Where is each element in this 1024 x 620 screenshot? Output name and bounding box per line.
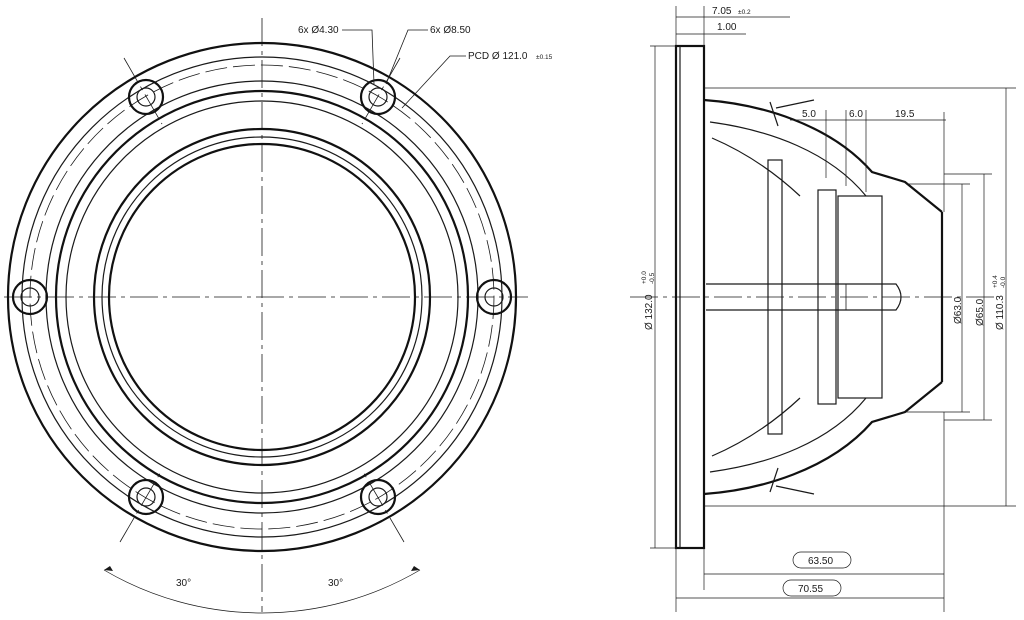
- mounting-hole-left: [11, 278, 49, 316]
- side-view: 7.05 ±0.2 1.00 5.0 6.0 19.5 Ø 132.0 +0.0…: [630, 6, 1016, 612]
- radial-line-bottom-right: [361, 469, 405, 543]
- angle-arrow-right: [411, 566, 420, 571]
- pcd-label: PCD Ø 121.0: [468, 51, 528, 62]
- mounting-hole-bottom-right: [359, 478, 397, 516]
- pcd-circle: [29, 64, 495, 530]
- terminal-top: [769, 99, 815, 127]
- top-plate: [767, 159, 783, 435]
- surround-outer: [54, 89, 470, 505]
- radial-line-top-left: [123, 57, 163, 125]
- dim-6-label: 6.0: [849, 109, 863, 120]
- mounting-hole-top-right: [359, 78, 397, 116]
- magnet-dia-63-label: Ø63.0: [953, 296, 964, 324]
- depth-63-50-label: 63.50: [808, 556, 833, 567]
- angle-dimension-arc: [103, 569, 421, 614]
- diaphragm: [107, 142, 417, 452]
- flange-thickness-tol: ±0.2: [738, 9, 751, 16]
- depth-70-55-box: [782, 579, 842, 597]
- counterbore-leader: [385, 29, 428, 85]
- angle-left-label: 30°: [176, 578, 191, 589]
- depth-70-55-label: 70.55: [798, 584, 823, 595]
- cutout-tol-lower: -0.0: [1000, 276, 1007, 288]
- pcd-leader: [401, 55, 466, 109]
- dim-19-5-label: 19.5: [895, 109, 915, 120]
- counterbore-label: 6x Ø8.50: [430, 25, 471, 36]
- lip-thickness-label: 1.00: [717, 22, 737, 33]
- cone-inner-ring: [101, 136, 423, 458]
- mounting-hole-right: [475, 278, 513, 316]
- pole-vent: [706, 283, 902, 311]
- radial-line-bottom-left: [119, 469, 163, 543]
- mounting-hole-top-left: [127, 78, 165, 116]
- frame-outer-edge: [6, 41, 518, 553]
- angle-right-label: 30°: [328, 578, 343, 589]
- mounting-hole-bottom-left: [127, 478, 165, 516]
- terminal-bottom: [769, 467, 815, 495]
- flange-plate: [674, 44, 706, 550]
- hole-dia-label: 6x Ø4.30: [298, 25, 339, 36]
- surround-inner: [65, 100, 459, 494]
- basket-spoke-bottom: [711, 397, 801, 457]
- basket-spoke-top: [711, 137, 801, 197]
- magnet-front: [817, 189, 837, 405]
- cutout-diameter-label: Ø 110.3: [995, 295, 1006, 330]
- magnet-dia-65-label: Ø65.0: [975, 298, 986, 326]
- flange-thickness-label: 7.05: [712, 6, 732, 17]
- basket-inner-top: [709, 121, 867, 197]
- outer-diameter-tol-lower: -0.5: [649, 272, 656, 284]
- front-view: 6x Ø4.30 6x Ø8.50 PCD Ø 121.0 ±0.15 30° …: [4, 18, 553, 614]
- basket-outline-bottom: [703, 381, 943, 496]
- basket-outline-top: [703, 98, 943, 213]
- radial-line-top-right: [361, 57, 401, 125]
- hole-dia-leader: [342, 29, 375, 85]
- outer-diameter-tol-upper: +0.0: [641, 271, 648, 284]
- angle-arrow-left: [104, 566, 113, 571]
- dim-5-label: 5.0: [802, 109, 816, 120]
- frame-flange-ring: [21, 56, 503, 538]
- basket-inner-bottom: [709, 397, 867, 473]
- magnet-rear: [837, 195, 883, 399]
- cone-edge: [92, 127, 432, 467]
- outer-diameter-label: Ø 132.0: [644, 294, 655, 330]
- cutout-tol-upper: +0.4: [992, 275, 999, 288]
- pcd-tolerance: ±0.15: [536, 54, 553, 61]
- depth-63-50-box: [792, 551, 852, 569]
